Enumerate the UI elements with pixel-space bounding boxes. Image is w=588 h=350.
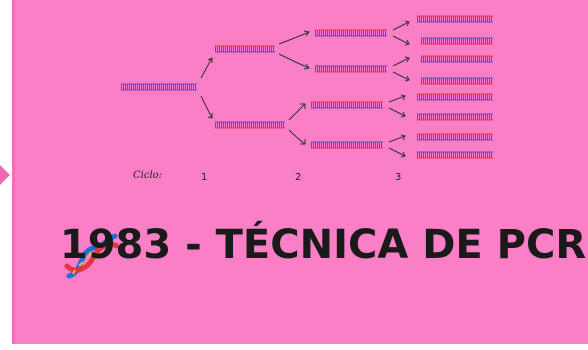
side-arrow-icon bbox=[0, 165, 10, 185]
cycle-number-3: 3 bbox=[395, 172, 401, 183]
arrows-cycle-3 bbox=[389, 21, 409, 157]
dna-original bbox=[121, 84, 197, 90]
dna-cycle-1 bbox=[215, 46, 285, 128]
slide-card: Ciclo: 1 2 3 1983 - TÉCNICA DE PCR bbox=[12, 0, 588, 344]
dna-cycle-2 bbox=[311, 30, 387, 148]
arrows-cycle-1 bbox=[201, 58, 212, 118]
slide-title: 1983 - TÉCNICA DE PCR bbox=[55, 220, 588, 270]
cycle-number-1: 1 bbox=[201, 172, 207, 183]
cycle-number-2: 2 bbox=[295, 172, 301, 183]
cycle-label: Ciclo: bbox=[133, 170, 162, 181]
dna-cycle-3 bbox=[417, 16, 493, 158]
pcr-diagram bbox=[15, 0, 588, 200]
